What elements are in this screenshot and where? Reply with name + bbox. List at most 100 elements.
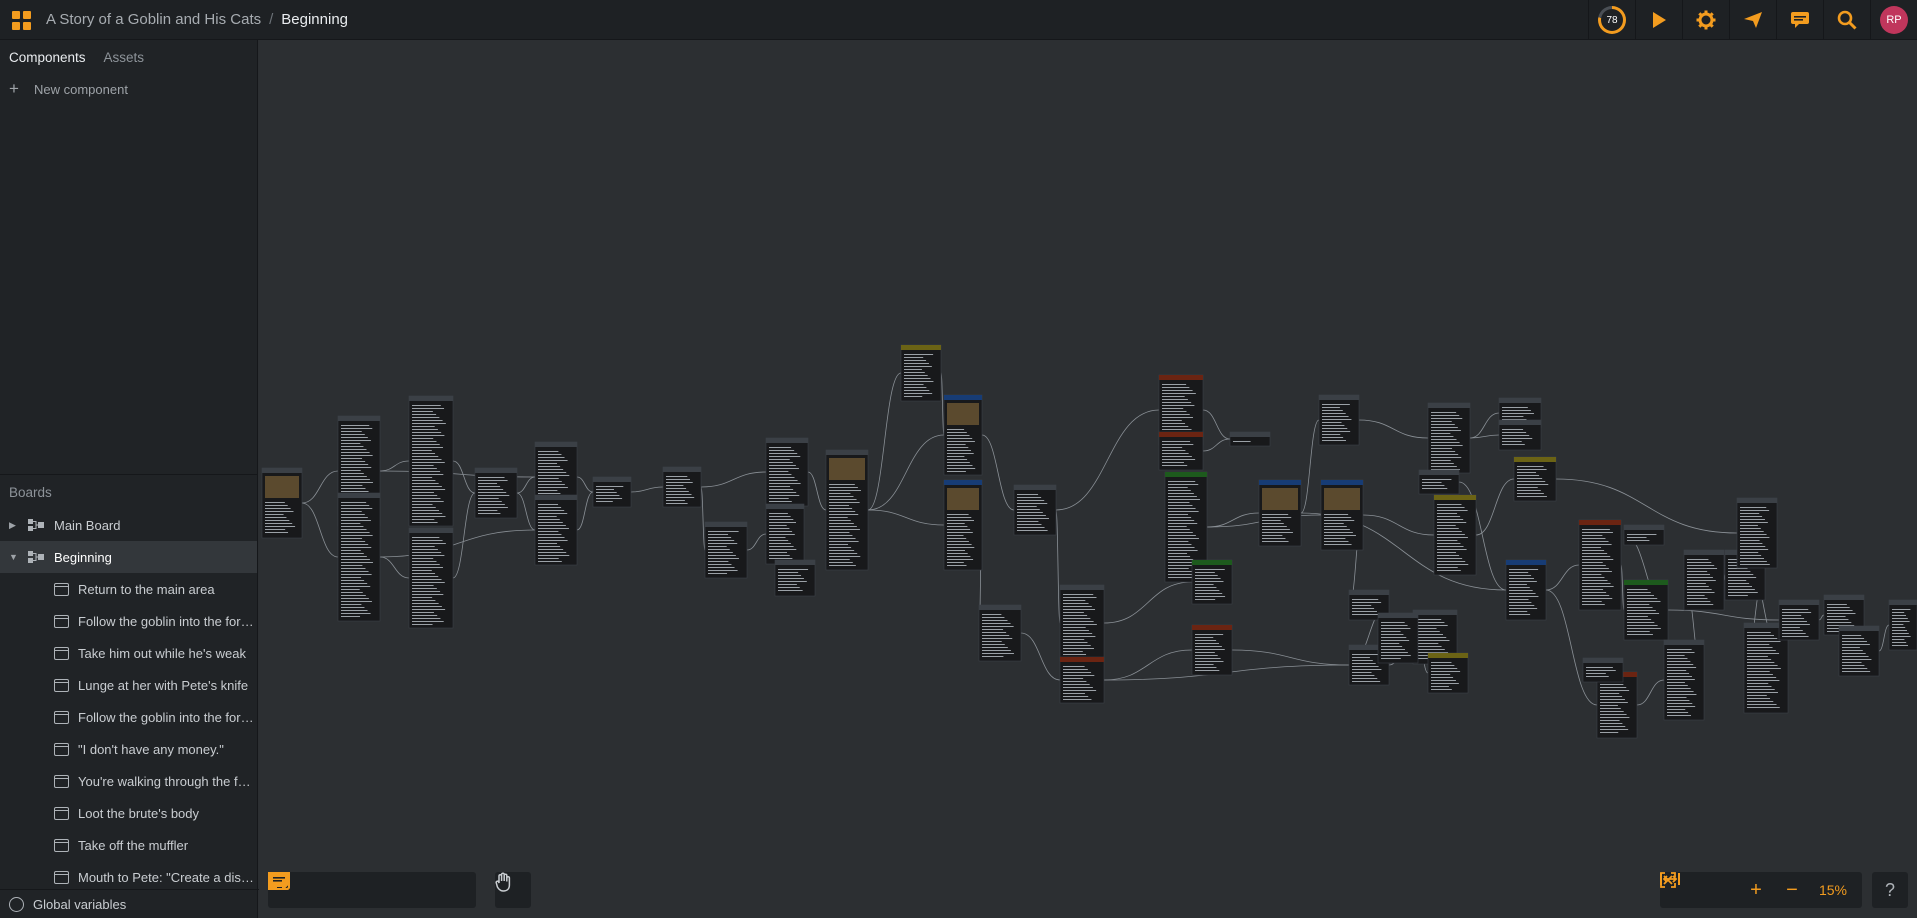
story-node[interactable] xyxy=(1498,419,1542,451)
story-node[interactable] xyxy=(1513,456,1557,502)
add-sticky-note-button[interactable] xyxy=(268,872,432,908)
node-text-line xyxy=(1586,673,1606,674)
story-node[interactable] xyxy=(1191,559,1233,605)
story-node[interactable] xyxy=(774,559,816,597)
progress-button[interactable]: 78 xyxy=(1588,0,1635,40)
board-node-item[interactable]: "I don't have any money." xyxy=(0,733,257,765)
tab-assets[interactable]: Assets xyxy=(103,49,145,65)
story-node[interactable] xyxy=(1158,431,1204,471)
story-node[interactable] xyxy=(1320,479,1364,551)
node-text-line xyxy=(1168,481,1196,482)
chevron-right-icon[interactable]: ▶ xyxy=(9,519,16,530)
board-node-item[interactable]: You're walking through the forest xyxy=(0,765,257,797)
components-list xyxy=(0,104,257,474)
add-list-node-button[interactable] xyxy=(268,872,392,908)
story-node[interactable] xyxy=(900,344,942,402)
story-node[interactable] xyxy=(765,437,809,507)
board-node-item[interactable]: Return to the main area xyxy=(0,573,257,605)
story-node[interactable] xyxy=(1418,469,1460,495)
board-main[interactable]: ▶ Main Board xyxy=(0,509,257,541)
connection-line xyxy=(1103,581,1193,624)
fit-screen-button[interactable] xyxy=(1660,872,1738,908)
add-note-node-button[interactable] xyxy=(268,872,352,908)
story-node[interactable] xyxy=(1318,394,1360,446)
story-node[interactable] xyxy=(943,479,983,571)
help-button[interactable]: ? xyxy=(1872,872,1908,908)
story-node[interactable] xyxy=(825,449,869,571)
settings-button[interactable] xyxy=(1682,0,1729,40)
story-node[interactable] xyxy=(1838,625,1880,677)
grid-icon[interactable] xyxy=(12,11,31,30)
story-node[interactable] xyxy=(1683,549,1725,611)
board-node-item[interactable]: Lunge at her with Pete's knife xyxy=(0,669,257,701)
story-node[interactable] xyxy=(592,476,632,508)
story-node[interactable] xyxy=(1736,497,1778,569)
pan-tool-button[interactable] xyxy=(495,872,531,908)
story-node[interactable] xyxy=(534,494,578,566)
story-node[interactable] xyxy=(1013,484,1057,536)
story-node[interactable] xyxy=(1433,494,1477,576)
board-node-item[interactable]: Mouth to Pete: "Create a distraction" xyxy=(0,861,257,893)
story-graph[interactable] xyxy=(259,40,1917,918)
node-text-line xyxy=(769,486,791,487)
story-node[interactable] xyxy=(1623,524,1665,546)
story-node[interactable] xyxy=(1191,624,1233,676)
story-node[interactable] xyxy=(261,467,303,539)
board-node-item[interactable]: Take off the muffler xyxy=(0,829,257,861)
story-node[interactable] xyxy=(978,604,1022,662)
story-node[interactable] xyxy=(704,521,748,579)
tab-components[interactable]: Components xyxy=(9,49,86,65)
story-node[interactable] xyxy=(474,467,518,519)
board-node-item[interactable]: Take him out while he's weak xyxy=(0,637,257,669)
story-node[interactable] xyxy=(1582,657,1624,683)
node-text-line xyxy=(1586,676,1609,677)
breadcrumb-project[interactable]: A Story of a Goblin and His Cats xyxy=(46,11,262,28)
board-canvas[interactable]: + − 15% ? xyxy=(259,40,1917,918)
story-node[interactable] xyxy=(943,394,983,476)
story-node[interactable] xyxy=(1427,652,1469,694)
node-text-line xyxy=(1502,435,1530,436)
search-button[interactable] xyxy=(1823,0,1870,40)
board-node-item[interactable]: Loot the brute's body xyxy=(0,797,257,829)
share-button[interactable] xyxy=(1729,0,1776,40)
zoom-out-button[interactable]: − xyxy=(1774,872,1810,908)
play-button[interactable] xyxy=(1635,0,1682,40)
story-node[interactable] xyxy=(1578,519,1622,611)
story-node[interactable] xyxy=(1427,402,1471,474)
global-variables-button[interactable]: Global variables xyxy=(0,889,266,918)
user-menu[interactable]: RP xyxy=(1870,0,1917,40)
node-text-line xyxy=(769,531,793,532)
story-node[interactable] xyxy=(1377,612,1419,664)
node-text-line xyxy=(1600,720,1620,721)
board-node-item[interactable]: Follow the goblin into the forest xyxy=(0,605,257,637)
story-node[interactable] xyxy=(1596,671,1638,739)
story-node[interactable] xyxy=(1623,579,1669,641)
story-node[interactable] xyxy=(1888,599,1917,651)
new-component-button[interactable]: + New component xyxy=(0,74,257,104)
story-node[interactable] xyxy=(1059,656,1105,704)
story-node[interactable] xyxy=(662,466,702,508)
node-text-line xyxy=(1063,642,1088,643)
node-text-line xyxy=(341,443,361,444)
comments-button[interactable] xyxy=(1776,0,1823,40)
story-node[interactable] xyxy=(1059,584,1105,662)
story-node[interactable] xyxy=(1778,599,1820,641)
add-comment-button[interactable] xyxy=(269,872,472,908)
story-node[interactable] xyxy=(1505,559,1547,621)
node-text-line xyxy=(1627,625,1658,626)
board-node-item[interactable]: Follow the goblin into the forest xyxy=(0,701,257,733)
node-header xyxy=(826,450,868,455)
node-text-line xyxy=(1195,646,1222,647)
story-node[interactable] xyxy=(337,492,381,622)
story-node[interactable] xyxy=(765,503,805,565)
zoom-in-button[interactable]: + xyxy=(1738,872,1774,908)
connection-line xyxy=(1055,509,1061,624)
board-beginning[interactable]: ▼ Beginning xyxy=(0,541,257,573)
story-node[interactable] xyxy=(1229,431,1271,447)
story-node[interactable] xyxy=(1663,639,1705,721)
story-node[interactable] xyxy=(408,395,454,527)
zoom-level[interactable]: 15% xyxy=(1818,882,1848,898)
story-node[interactable] xyxy=(1258,479,1302,547)
chevron-down-icon[interactable]: ▼ xyxy=(9,552,18,562)
story-node[interactable] xyxy=(408,527,454,629)
